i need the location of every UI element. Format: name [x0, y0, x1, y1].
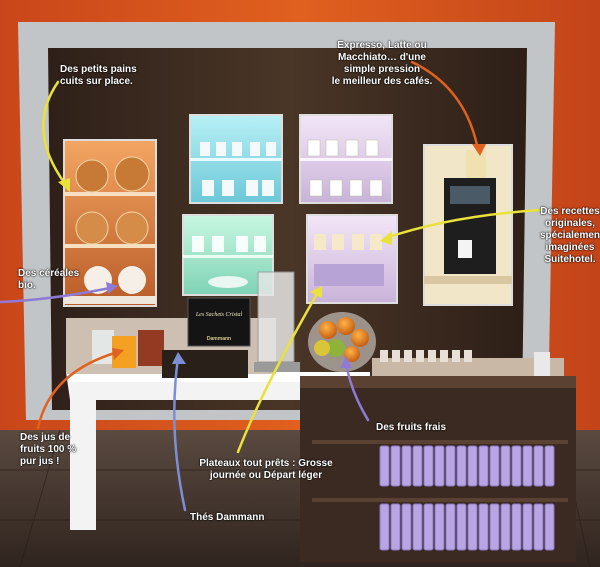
cups: [200, 142, 276, 196]
bread-bowl: [114, 156, 150, 192]
cereal-bowl: [84, 266, 112, 294]
bread-bowl: [75, 159, 109, 193]
purple-trays: [314, 264, 384, 286]
tray-box: [412, 503, 423, 551]
tray-box: [522, 445, 533, 487]
bread-callout: Des petits pains cuits sur place.: [60, 64, 137, 87]
bread-bowl: [75, 211, 109, 245]
tray-box: [456, 445, 467, 487]
tray-box: [445, 445, 456, 487]
tea-sign-label: Les Sachets Cristal: [195, 312, 243, 318]
plate: [208, 276, 248, 288]
tray-box: [401, 503, 412, 551]
bread-arrow: [42, 80, 68, 187]
tray-box: [445, 503, 456, 551]
tray-box: [434, 503, 445, 551]
cabinet-top: [300, 376, 576, 388]
tray-box: [390, 445, 401, 487]
recipe-jars: [314, 234, 382, 250]
coffee-cup: [458, 240, 472, 258]
trays-arrow: [236, 290, 320, 454]
cabinet-shelf: [312, 440, 568, 444]
tray-box: [390, 503, 401, 551]
fruits-callout: Des fruits frais: [376, 422, 447, 433]
cereals-callout: Des céréales bio.: [18, 268, 80, 291]
tray-box: [511, 445, 522, 487]
tray-box: [489, 503, 500, 551]
tray-box: [544, 445, 555, 487]
milk-bottle: [534, 352, 550, 376]
tray-box: [456, 503, 467, 551]
tray-box: [467, 503, 478, 551]
tray-box: [467, 445, 478, 487]
coffee-display: [450, 186, 490, 204]
arrow-heads: [58, 144, 486, 368]
tray-box: [500, 503, 511, 551]
purple-tray-boxes: [379, 445, 555, 551]
tray-box: [401, 445, 412, 487]
coffee-shelf: [424, 276, 512, 284]
callout-arrows: [0, 60, 542, 512]
tray-box: [379, 503, 390, 551]
tray-box: [489, 445, 500, 487]
tray-box: [533, 503, 544, 551]
tray-box: [544, 503, 555, 551]
tray-box: [478, 503, 489, 551]
recipes-arrow: [384, 208, 542, 240]
coffee-callout: Expresso, Latte ou Macchiato… d'une simp…: [331, 40, 433, 87]
tray-box: [478, 445, 489, 487]
tea-arrow: [173, 356, 187, 512]
jar-shelf: [300, 158, 392, 161]
bean-hopper: [466, 150, 486, 180]
juice-callout: Des jus de fruits 100 % pur jus !: [20, 432, 77, 467]
cereals-arrow: [0, 286, 112, 304]
jam-display: [372, 358, 564, 376]
tray-box: [533, 445, 544, 487]
yogurt-shelf: [183, 255, 273, 258]
juice-arrow: [36, 350, 120, 430]
cereal-dispenser: [257, 271, 295, 363]
bread-shelf: [64, 244, 156, 248]
cup-shelf: [190, 158, 282, 161]
tray-box: [423, 445, 434, 487]
tray-box: [500, 445, 511, 487]
tray-box: [379, 445, 390, 487]
recipe-niche: [306, 214, 398, 304]
cereal-shelf: [64, 296, 156, 304]
tray-box: [423, 503, 434, 551]
tea-sign: [187, 297, 251, 347]
jam-jars: [380, 350, 472, 362]
recipes-callout: Des recettes originales, spécialement im…: [540, 206, 600, 265]
coffee-arrow: [410, 60, 480, 152]
cereal-bowl: [118, 266, 146, 294]
tray-box: [522, 503, 533, 551]
bread-shelf: [64, 192, 156, 196]
cabinet-shelf: [312, 498, 568, 502]
bread-bowl: [115, 211, 149, 245]
tray-box: [511, 503, 522, 551]
tea-sign-brand: Dammann: [207, 336, 231, 342]
fresh-fruits: [314, 317, 369, 362]
jars: [307, 139, 383, 197]
trays-callout: Plateaux tout prêts : Grosse journée ou …: [199, 458, 333, 481]
yogurts: [192, 236, 266, 252]
tray-box: [412, 445, 423, 487]
tea-callout: Thés Dammann: [190, 512, 265, 523]
tray-box: [434, 445, 445, 487]
